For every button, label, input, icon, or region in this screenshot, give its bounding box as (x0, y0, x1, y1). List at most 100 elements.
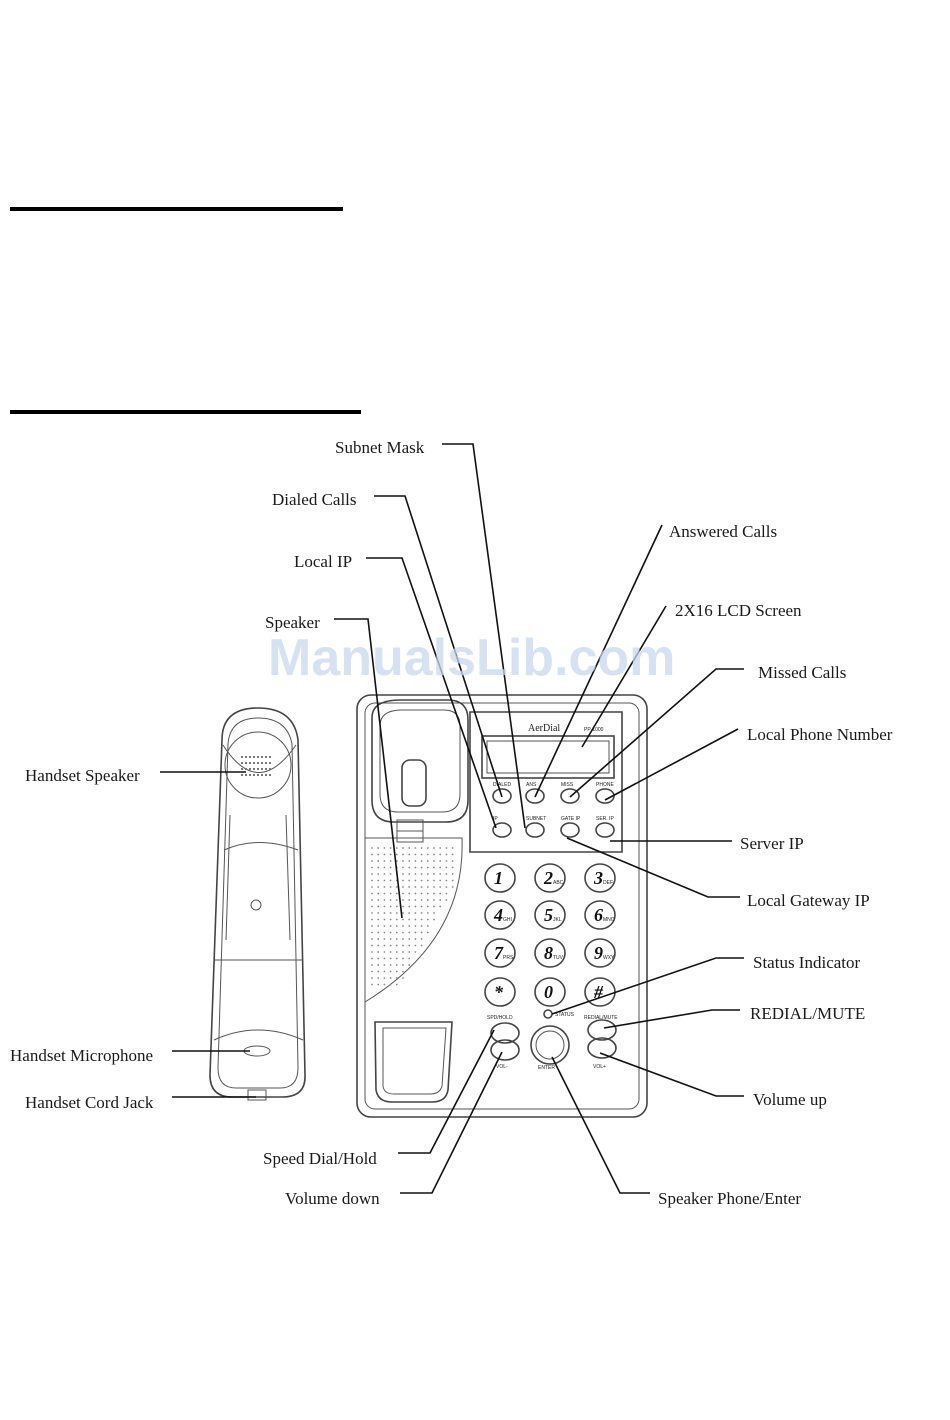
leader-local-ip (366, 557, 497, 829)
label-speed-dial-hold: Speed Dial/Hold (263, 1149, 377, 1168)
label-dialed-calls: Dialed Calls (272, 490, 357, 509)
function-key-ip[interactable] (492, 822, 512, 838)
leader-local-phone-number (604, 728, 739, 801)
keypad-digit: 0 (544, 982, 553, 1002)
label-redial-mute: REDIAL/MUTE (750, 1004, 865, 1023)
label-missed-calls: Missed Calls (758, 663, 846, 682)
keypad-digit: 7 (494, 943, 504, 963)
keypad-digit: 2 (543, 868, 553, 888)
redial-mute-button[interactable] (587, 1019, 617, 1041)
function-key-gate-ip[interactable] (560, 822, 580, 838)
keypad-digit: 5 (544, 905, 553, 925)
leader-speed-dial-hold (398, 1029, 495, 1154)
keypad-digit: 1 (494, 868, 503, 888)
keypad-key-1[interactable]: 1 (484, 863, 516, 893)
keypad-digit: * (494, 982, 504, 1002)
leader-volume-up (599, 1052, 744, 1097)
leader-speaker-phone-enter (551, 1056, 650, 1194)
lcd-screen (481, 735, 615, 779)
leader-lines (160, 443, 744, 1194)
handset-speaker-grille (224, 731, 292, 799)
keypad-key-star[interactable]: * (484, 977, 516, 1007)
label-speaker: Speaker (265, 613, 320, 632)
keypad-digit: 6 (594, 905, 603, 925)
keypad-digit: # (593, 982, 604, 1002)
leader-dialed-calls (374, 495, 503, 798)
label-subnet-mask: Subnet Mask (335, 438, 425, 457)
section-rule-bottom (10, 410, 361, 414)
status-indicator-led (543, 1009, 553, 1019)
keypad-letters: JKL (553, 917, 562, 923)
label-local-phone-number: Local Phone Number (747, 725, 893, 744)
leader-lcd-screen (581, 605, 667, 748)
speaker-grille (371, 847, 454, 986)
function-key-ser-ip[interactable] (595, 822, 615, 838)
handset (209, 707, 306, 1101)
volume-down-button[interactable] (490, 1039, 520, 1061)
function-key-subnet[interactable] (525, 822, 545, 838)
keypad-digit: 3 (593, 868, 603, 888)
function-key-label: IP (493, 816, 498, 822)
label-handset-cord-jack: Handset Cord Jack (25, 1093, 154, 1112)
leader-volume-down (400, 1051, 503, 1194)
vol-up-label: VOL+ (593, 1064, 606, 1070)
keypad-digit: 9 (594, 943, 603, 963)
speed-dial-hold-button[interactable] (490, 1022, 520, 1044)
speaker-phone-enter-button[interactable] (530, 1025, 570, 1065)
label-volume-up: Volume up (753, 1090, 827, 1109)
label-volume-down: Volume down (285, 1189, 380, 1208)
section-rule-top (10, 207, 343, 211)
function-key-label: PHONE (596, 782, 614, 788)
watermark-logo: ManualsLib.com (268, 629, 675, 687)
keypad-digit: 8 (544, 943, 553, 963)
function-key-miss[interactable] (560, 788, 580, 804)
function-keys: DIALED ANS MISS PHONE IP SUBNET GATE IP SER. IP (492, 782, 615, 838)
label-local-gateway-ip: Local Gateway IP (747, 891, 870, 910)
leader-redial-mute (603, 1009, 740, 1029)
leader-speaker (334, 618, 403, 919)
callout-labels: Subnet Mask Dialed Calls Answered Calls … (10, 438, 893, 1208)
keypad-letters: DEF (603, 880, 613, 886)
vol-down-label: VOL- (496, 1064, 508, 1070)
label-speaker-phone-enter: Speaker Phone/Enter (658, 1189, 801, 1208)
label-status-indicator: Status Indicator (753, 953, 861, 972)
model-label: PP-1000 (584, 727, 604, 733)
function-key-label: DIALED (493, 782, 511, 788)
function-key-label: SER. IP (596, 816, 614, 822)
enter-label: ENTER (538, 1065, 555, 1071)
label-lcd-screen: 2X16 LCD Screen (675, 601, 802, 620)
function-key-label: MISS (561, 782, 574, 788)
keypad-letters: MNO (603, 917, 615, 923)
function-key-label: SUBNET (526, 816, 546, 822)
label-handset-microphone: Handset Microphone (10, 1046, 153, 1065)
volume-up-button[interactable] (587, 1037, 617, 1059)
keypad-letters: PRS (503, 955, 514, 961)
label-server-ip: Server IP (740, 834, 804, 853)
function-key-ans[interactable] (525, 788, 545, 804)
keypad-letters: TUV (553, 955, 564, 961)
redial-label: REDIAL/MUTE (584, 1015, 618, 1021)
leader-subnet-mask (442, 443, 526, 829)
keypad-key-0[interactable]: 0 (534, 977, 566, 1007)
leader-local-gateway-ip (566, 837, 740, 898)
label-answered-calls: Answered Calls (669, 522, 777, 541)
status-label: STATUS (555, 1012, 575, 1018)
keypad-letters: ABC (553, 880, 564, 886)
function-key-dialed[interactable] (492, 788, 512, 804)
function-key-label: ANS (526, 782, 537, 788)
label-local-ip: Local IP (294, 552, 352, 571)
label-handset-speaker: Handset Speaker (25, 766, 140, 785)
leader-status-indicator (551, 957, 744, 1015)
function-key-label: GATE IP (561, 816, 581, 822)
